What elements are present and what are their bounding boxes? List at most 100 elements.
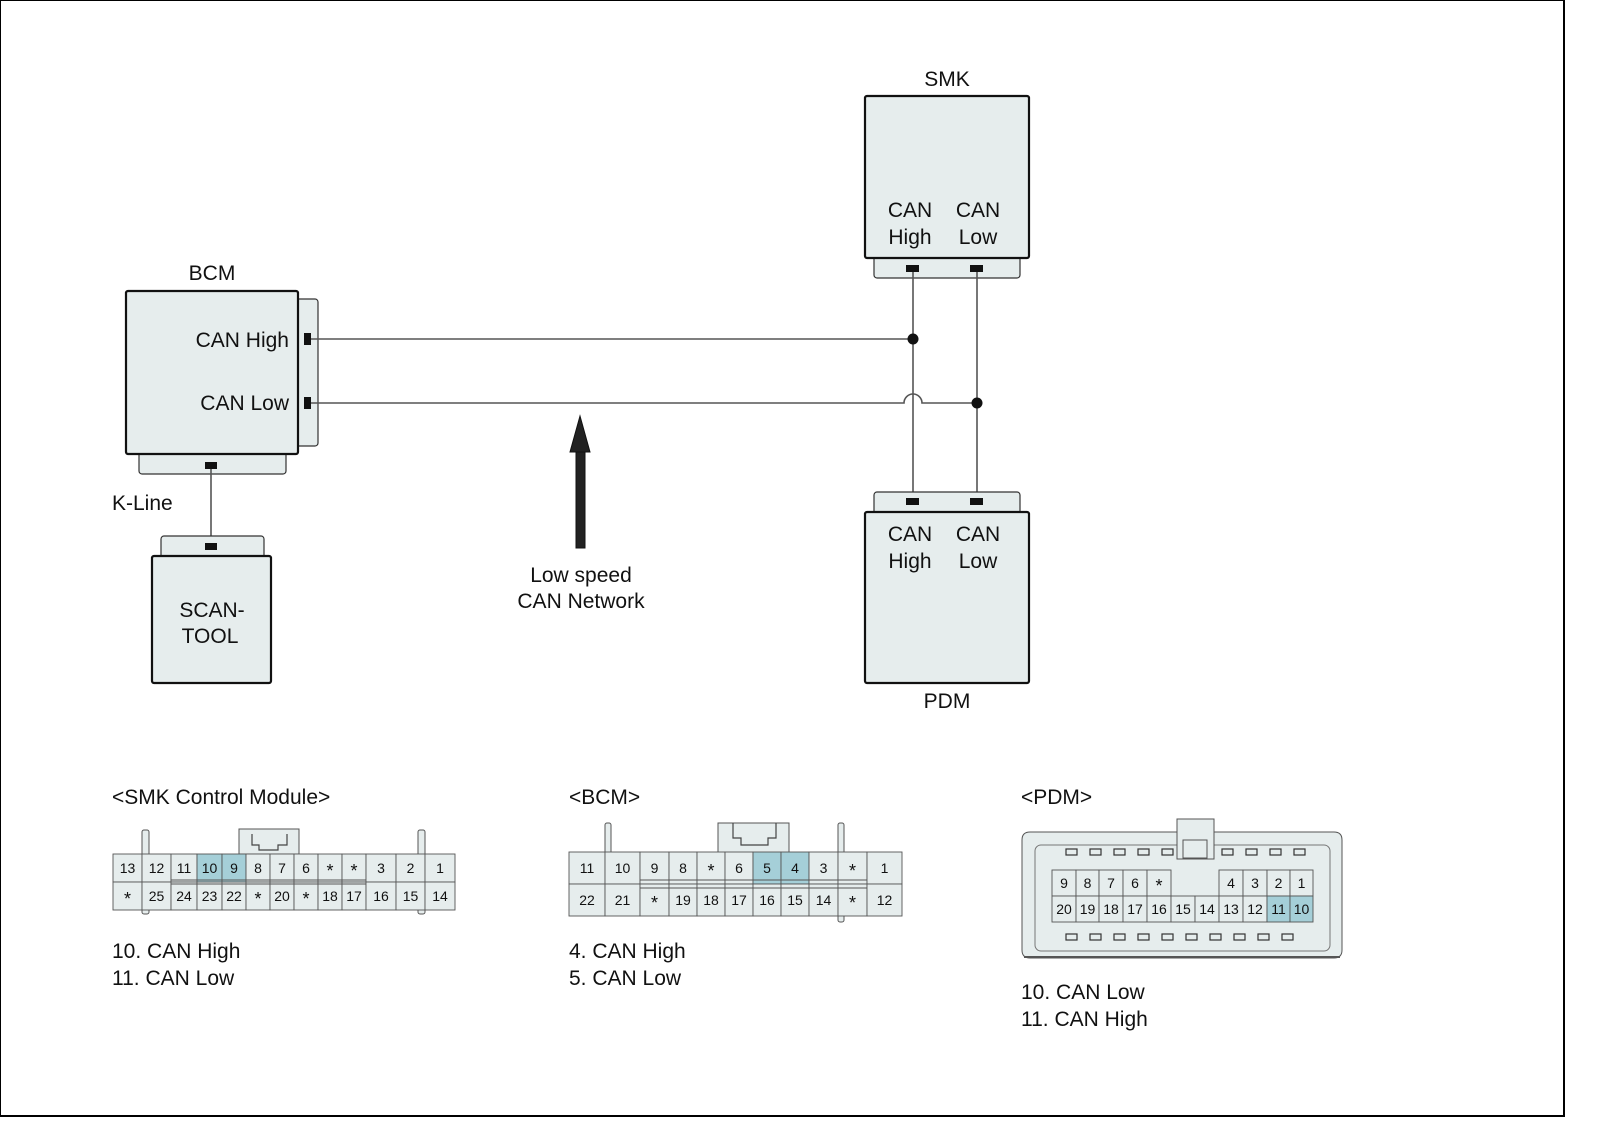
pdm-slot <box>1089 848 1102 856</box>
scan-tool-box <box>150 554 273 685</box>
pdm-pin-label-can-high-2: High <box>888 550 931 573</box>
bcm-pin-cell: 1 <box>866 851 903 885</box>
pdm-slot <box>1245 848 1258 856</box>
smk-pin-number: * <box>124 889 131 909</box>
pdm-pin-number: 4 <box>1227 875 1235 891</box>
pdm-pin-number: 16 <box>1151 901 1167 917</box>
smk-pin-number: * <box>326 861 333 881</box>
pdm-pin-number: 19 <box>1080 901 1096 917</box>
bcm-module: BCM CAN High CAN Low <box>124 262 319 475</box>
pdm-pin-number: 9 <box>1060 875 1068 891</box>
smk-pin-cell: 7 <box>269 853 295 883</box>
smk-pin-cell: 24 <box>170 881 198 911</box>
pdm-pin-number: 1 <box>1298 875 1306 891</box>
pdm-pin-cell: 6 <box>1122 869 1148 897</box>
bcm-pin-number: 3 <box>820 860 828 876</box>
pdm-slot <box>1113 848 1126 856</box>
bcm-pin-number: 19 <box>675 892 691 908</box>
pdm-pin-cell: 19 <box>1075 895 1100 923</box>
pdm-slot <box>1221 848 1234 856</box>
bcm-pin-number: * <box>707 861 714 881</box>
pdm-pin-number: 2 <box>1275 875 1283 891</box>
pdm-slot <box>1137 848 1150 856</box>
bcm-pin-number: 14 <box>816 892 832 908</box>
smk-pin-label-can-low-2: Low <box>959 226 998 249</box>
bcm-pin-number: 9 <box>651 860 659 876</box>
smk-pin-number: 12 <box>149 860 165 876</box>
smk-pin-cell: 13 <box>112 853 143 883</box>
network-arrow-icon <box>569 414 591 549</box>
pdm-slot <box>1161 933 1174 941</box>
smk-pin-number: 6 <box>302 860 310 876</box>
smk-pin-cell: * <box>341 853 367 883</box>
pdm-slot <box>1257 933 1270 941</box>
bcm-pin-cell: 15 <box>780 883 810 917</box>
pdm-pin-label-can-low-2: Low <box>959 550 998 573</box>
pdm-connector-title: <PDM> <box>1021 786 1092 809</box>
bcm-pin-cell: 8 <box>668 851 698 885</box>
pdm-pin-cell: 1 <box>1289 869 1314 897</box>
bcm-pin-cell: 12 <box>866 883 903 917</box>
smk-pin-number: * <box>350 861 357 881</box>
pdm-slot <box>1269 848 1282 856</box>
pdm-pin-cell: 7 <box>1098 869 1124 897</box>
smk-pin-label-can-high-2: High <box>888 226 931 249</box>
pdm-slot <box>1233 933 1246 941</box>
bcm-pin-label-can-high: CAN High <box>196 329 289 352</box>
pdm-pin-cell: 8 <box>1075 869 1100 897</box>
bcm-box <box>124 289 300 456</box>
pdm-box <box>863 510 1031 685</box>
pdm-pin-number: 15 <box>1175 901 1191 917</box>
smk-pin-number: * <box>302 889 309 909</box>
pdm-module: CAN High CAN Low PDM <box>863 491 1031 713</box>
bcm-pin-number: 15 <box>787 892 803 908</box>
can-high-junction <box>907 333 919 345</box>
pdm-pin-cell: 9 <box>1051 869 1077 897</box>
pdm-pin-number: 6 <box>1131 875 1139 891</box>
smk-pin-can-high <box>906 265 919 272</box>
pdm-pin-cell: 15 <box>1170 895 1196 923</box>
bcm-pin-number: 8 <box>679 860 687 876</box>
pdm-slot <box>1137 933 1150 941</box>
bcm-pin-cell: 19 <box>668 883 698 917</box>
bcm-pin-cell: 17 <box>724 883 754 917</box>
scan-tool-pin-k-line <box>205 543 217 550</box>
smk-pin-cell: 22 <box>221 881 247 911</box>
pdm-pin-number: 20 <box>1056 901 1072 917</box>
smk-module: SMK CAN High CAN Low <box>863 68 1031 279</box>
smk-pin-number: 25 <box>149 888 165 904</box>
bcm-connector-latch <box>717 822 790 854</box>
bcm-pin-cell: 6 <box>724 851 754 885</box>
smk-pin-cell: 20 <box>269 881 295 911</box>
smk-pin-cell: 1 <box>424 853 456 883</box>
smk-pin-can-low <box>970 265 983 272</box>
bcm-pin-number: 18 <box>703 892 719 908</box>
pdm-pin-label-can-high-1: CAN <box>888 523 932 546</box>
smk-pin-number: 16 <box>373 888 389 904</box>
smk-pin-cell: 3 <box>365 853 397 883</box>
pdm-pin-number: 10 <box>1294 901 1310 917</box>
smk-pin-cell: 25 <box>141 881 172 911</box>
smk-pin-number: 23 <box>202 888 218 904</box>
pdm-legend-2: 11. CAN High <box>1021 1008 1148 1031</box>
smk-pin-label-can-low-1: CAN <box>956 199 1000 222</box>
smk-pin-cell: 23 <box>196 881 223 911</box>
pdm-pin-cell: 2 <box>1266 869 1291 897</box>
smk-pin-cell: 8 <box>245 853 271 883</box>
smk-pin-number: 15 <box>403 888 419 904</box>
pdm-pin-number: 14 <box>1199 901 1215 917</box>
smk-pin-cell: 9 <box>221 853 247 883</box>
bcm-title: BCM <box>189 262 236 285</box>
pdm-pin-cell: * <box>1146 869 1172 897</box>
smk-pin-number: 10 <box>202 860 218 876</box>
bcm-pin-number: 16 <box>759 892 775 908</box>
pdm-slot <box>1185 933 1198 941</box>
bcm-pin-cell: 16 <box>752 883 782 917</box>
smk-pin-number: 11 <box>177 860 192 876</box>
pdm-pin-number: * <box>1155 876 1162 896</box>
bcm-pin-cell: 21 <box>604 883 641 917</box>
pdm-pin-can-low <box>970 498 983 505</box>
bcm-pin-number: 10 <box>615 860 631 876</box>
